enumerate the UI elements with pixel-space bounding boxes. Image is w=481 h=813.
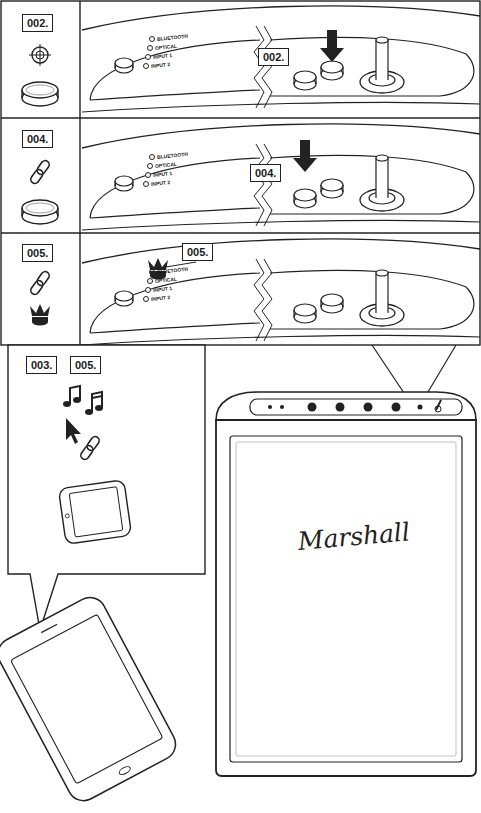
indicator-label: INPUT 2 [151,61,171,69]
callout-number: 002. [258,48,289,66]
callout-number: 004. [22,130,53,148]
callout-number: 005. [22,244,53,262]
brand-logo: Marshall [297,518,411,556]
indicator-label: BLUETOOTH [157,33,188,42]
callout-number: 004. [250,164,281,182]
callout-number: 005. [182,243,213,261]
callout-number: 002. [22,14,53,32]
indicator-label: INPUT 1 [153,285,173,293]
callout-number: 003. [26,356,57,374]
indicator-label: BLUETOOTH [157,266,188,275]
indicator-label: INPUT 1 [153,170,173,178]
indicator-label: INPUT 1 [153,52,173,60]
indicator-label: INPUT 2 [151,179,171,187]
indicator-label: OPTICAL [155,161,177,169]
indicator-label: BLUETOOTH [157,151,188,160]
indicator-label: OPTICAL [155,276,177,284]
indicator-label: OPTICAL [155,43,177,51]
indicator-label: INPUT 2 [151,294,171,302]
callout-number: 005. [70,356,101,374]
